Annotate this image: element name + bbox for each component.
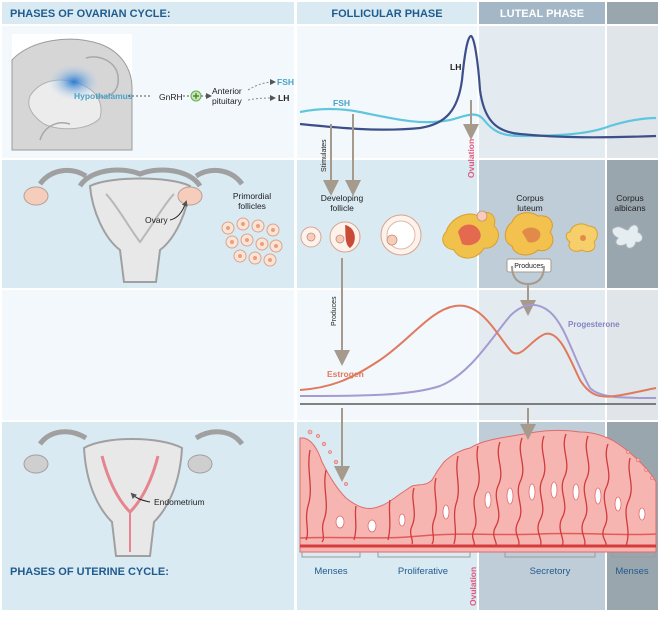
follicle-stage-2 xyxy=(329,221,361,253)
anterior-pituitary-label-line2: pituitary xyxy=(212,96,243,106)
hypothalamus-label: Hypothalamus xyxy=(74,91,133,101)
ovulation-label-top: Ovulation xyxy=(466,139,476,178)
fsh-curve-label: FSH xyxy=(333,98,350,108)
lh-curve-label: LH xyxy=(450,62,461,72)
produces-label: Produces xyxy=(331,296,338,326)
pituitary-to-fsh-arrow xyxy=(247,79,276,91)
endometrium-label: Endometrium xyxy=(154,497,205,507)
primordial-follicles-label-line2: follicles xyxy=(238,201,266,211)
hypothalamus-region xyxy=(48,64,100,100)
produces-box-label: Produces xyxy=(514,263,544,270)
uterine-cycle-header: PHASES OF UTERINE CYCLE: xyxy=(10,566,169,578)
endometrial-crypts xyxy=(335,481,646,533)
corpus-luteum xyxy=(504,212,554,256)
stimulates-label: Stimulates xyxy=(321,139,328,172)
lh-output-label: LH xyxy=(278,93,289,103)
fsh-output-label: FSH xyxy=(277,77,294,87)
ovarian-cycle-header: PHASES OF OVARIAN CYCLE: xyxy=(10,8,171,20)
plus-icon xyxy=(190,90,202,102)
estrogen-label: Estrogen xyxy=(327,369,364,379)
corpus-albicans-label-line2: albicans xyxy=(614,203,645,213)
phase-label-secretory: Secretory xyxy=(530,566,571,577)
follicle-stage-1 xyxy=(300,226,322,248)
endometrial-glands xyxy=(305,433,632,547)
brain-illustration xyxy=(11,34,133,151)
lh-curve xyxy=(299,34,657,139)
luteal-phase-header: LUTEAL PHASE xyxy=(500,8,584,20)
gnrh-label: GnRH xyxy=(159,92,183,102)
phase-label-menses-2: Menses xyxy=(615,566,649,577)
follicular-phase-header: FOLLICULAR PHASE xyxy=(331,8,442,20)
regressing-corpus-luteum xyxy=(565,223,598,253)
fsh-curve xyxy=(299,107,657,138)
produces-box xyxy=(506,258,552,273)
ruptured-follicle xyxy=(442,210,499,259)
uterus-ovaries-illustration xyxy=(23,167,245,283)
primordial-follicles-label-line1: Primordial xyxy=(233,191,271,201)
ovary-pointer xyxy=(169,200,188,221)
developing-follicle-label-line1: Developing xyxy=(321,193,364,203)
developing-follicle-label-line2: follicle xyxy=(330,203,354,213)
ovulation-label-bottom: Ovulation xyxy=(468,567,478,606)
right-ovary xyxy=(177,186,203,206)
corpus-albicans xyxy=(611,224,643,249)
ovary-label: Ovary xyxy=(145,215,168,225)
phase-label-menses-1: Menses xyxy=(314,566,348,577)
endometrium-pointer xyxy=(130,492,151,503)
uterine-phase-brackets xyxy=(301,552,656,558)
corpus-albicans-label-line1: Corpus xyxy=(616,193,643,203)
corpus-luteum-label-line1: Corpus xyxy=(516,193,543,203)
pituitary-to-lh-arrow xyxy=(247,95,276,102)
follicle-stage-3 xyxy=(380,214,422,256)
corpus-luteum-label-line2: luteum xyxy=(517,203,543,213)
progesterone-curve xyxy=(299,304,657,399)
anterior-pituitary-label-line1: Anterior xyxy=(212,86,242,96)
left-ovary xyxy=(23,186,49,206)
progesterone-label: Progesterone xyxy=(568,320,620,329)
estrogen-curve xyxy=(299,304,657,398)
phase-label-proliferative: Proliferative xyxy=(398,566,448,577)
